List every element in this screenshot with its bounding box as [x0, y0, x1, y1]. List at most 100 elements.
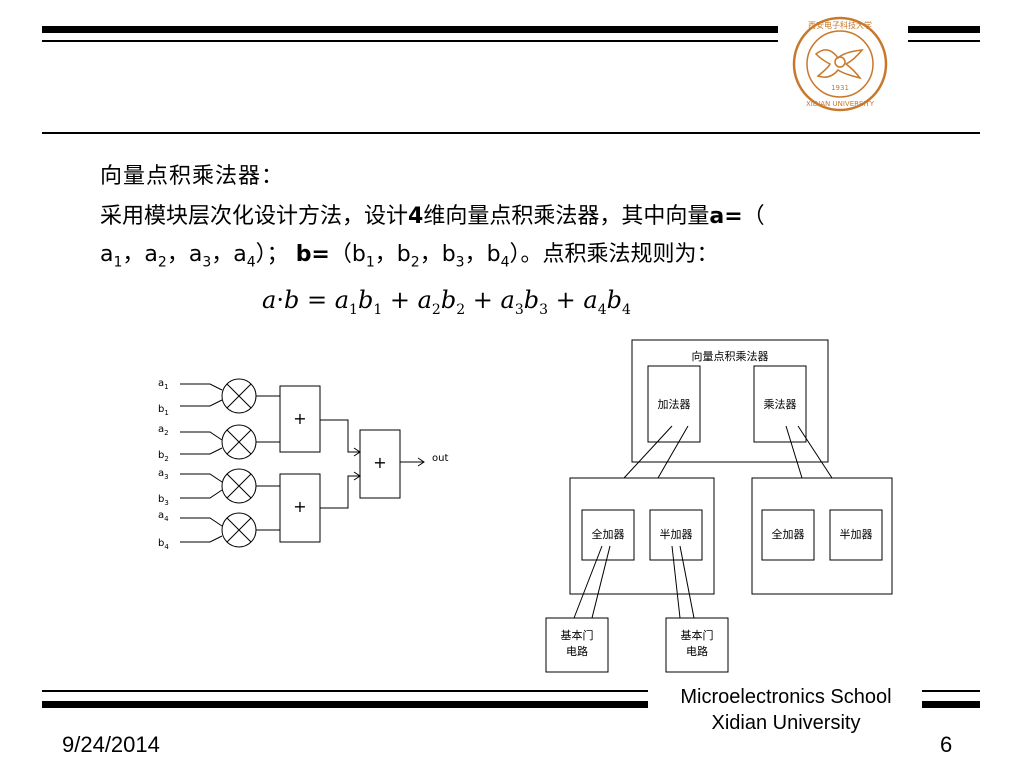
adder-symbol: + — [373, 453, 386, 472]
multiplier-block: 乘法器 — [764, 397, 797, 411]
footer-thick-rule-right — [922, 701, 980, 708]
input-letter: a — [158, 378, 164, 389]
input-sub: 3 — [164, 499, 168, 507]
dataflow-diagram: a1 b1 a2 b2 a3 b3 a4 b4 + + + out — [158, 378, 448, 551]
basic-gate-line1: 基本门 — [561, 628, 594, 642]
section-heading: 向量点积乘法器： — [100, 164, 285, 189]
f-sub: 4 — [597, 301, 607, 318]
input-sub: 2 — [164, 455, 168, 463]
f-plus: + — [465, 286, 501, 314]
sub: 3 — [202, 254, 212, 271]
top-module-title: 向量点积乘法器 — [692, 349, 769, 363]
sep: ， — [374, 242, 397, 267]
header-thin-rule-top — [42, 40, 778, 42]
vector-b-label: b= — [295, 242, 330, 267]
f-b1: b — [357, 286, 374, 314]
a-element: a — [233, 242, 247, 267]
para-dimension: 4 — [408, 204, 424, 229]
output-label: out — [432, 453, 448, 464]
input-sub: 1 — [164, 383, 168, 391]
input-label: a4 — [158, 510, 169, 523]
university-logo: 西安电子科技大学 1931 XIDIAN UNIVERSITY — [792, 16, 888, 112]
paren-open: （ — [329, 242, 352, 267]
header-thin-rule-right — [908, 40, 980, 42]
f-dot: · — [276, 286, 284, 314]
sub: 3 — [455, 254, 465, 271]
header-thick-rule-top — [42, 26, 778, 33]
f-sub: 2 — [431, 301, 441, 318]
f-sub: 4 — [622, 301, 631, 318]
f-sub: 3 — [514, 301, 524, 318]
dot-product-formula: a·b = a1b1 + a2b2 + a3b3 + a4b4 — [262, 286, 631, 318]
f-b: b — [283, 286, 300, 314]
input-sub: 4 — [164, 515, 169, 523]
sep: ， — [464, 242, 487, 267]
input-letter: b — [158, 538, 164, 549]
sub: 1 — [365, 254, 375, 271]
footer-date: 9/24/2014 — [62, 732, 160, 757]
logo-bottom-text: XIDIAN UNIVERSITY — [806, 100, 875, 108]
f-eq: = — [299, 286, 335, 314]
basic-gate-line2: 电路 — [566, 645, 588, 658]
input-sub: 2 — [164, 429, 168, 437]
input-label: b1 — [158, 404, 169, 417]
para-text-2: 维向量点积乘法器，其中向量 — [423, 204, 710, 229]
input-label: b3 — [158, 494, 169, 507]
sep: ， — [419, 242, 442, 267]
input-label: a1 — [158, 378, 169, 391]
basic-gate-line2: 电路 — [686, 645, 708, 658]
footer-thin-rule-right — [922, 690, 980, 692]
sub: 2 — [157, 254, 167, 271]
full-adder-block: 全加器 — [592, 527, 625, 541]
f-sub: 3 — [539, 301, 549, 318]
input-label: a2 — [158, 424, 169, 437]
sep: ， — [166, 242, 189, 267]
para-text-1: 采用模块层次化设计方法，设计 — [100, 204, 409, 229]
a-element: a — [100, 242, 114, 267]
f-a1: a — [334, 286, 350, 314]
f-plus: + — [382, 286, 418, 314]
logo-year: 1931 — [831, 84, 849, 92]
half-adder-block: 半加器 — [660, 527, 693, 541]
input-sub: 1 — [164, 409, 168, 417]
sep: ， — [122, 242, 145, 267]
para-tail: ）。点积乘法规则为： — [509, 242, 719, 267]
input-letter: b — [158, 450, 164, 461]
logo-top-text: 西安电子科技大学 — [808, 20, 872, 30]
adder-symbol: + — [293, 497, 306, 516]
sub: 4 — [500, 254, 510, 271]
f-a: a — [262, 286, 277, 314]
sub: 1 — [113, 254, 123, 271]
half-adder-block: 半加器 — [840, 527, 873, 541]
adder-symbol: + — [293, 409, 306, 428]
f-plus: + — [548, 286, 584, 314]
hierarchy-diagram: 向量点积乘法器 加法器 乘法器 全加器 半加器 全加器 半加器 基本门 电路 基… — [545, 339, 893, 673]
f-sub: 1 — [373, 301, 383, 318]
f-sub: 1 — [349, 301, 358, 318]
f-a3: a — [500, 286, 515, 314]
input-label: b2 — [158, 450, 169, 463]
input-sub: 3 — [164, 473, 168, 481]
adder-block: 加法器 — [658, 397, 691, 411]
input-letter: b — [158, 494, 164, 505]
b-element: b — [486, 242, 501, 267]
description-paragraph: 采用模块层次化设计方法，设计4维向量点积乘法器，其中向量a=（ a1，a2，a3… — [100, 198, 980, 281]
f-a4: a — [583, 286, 598, 314]
a-element: a — [144, 242, 158, 267]
input-sub: 4 — [164, 543, 169, 551]
b-element: b — [441, 242, 456, 267]
f-b2: b — [440, 286, 457, 314]
page-number: 6 — [940, 732, 953, 757]
input-letter: b — [158, 404, 164, 415]
header-divider — [42, 132, 980, 134]
f-sub: 2 — [456, 301, 466, 318]
vector-a-label: a= — [709, 204, 743, 229]
input-label: b4 — [158, 538, 169, 551]
b-element: b — [351, 242, 366, 267]
sep: ， — [211, 242, 234, 267]
footer-school-line2: Xidian University — [711, 712, 861, 734]
sub: 4 — [246, 254, 256, 271]
sub: 2 — [410, 254, 420, 271]
header-thick-rule-right — [908, 26, 980, 33]
input-letter: a — [158, 424, 164, 435]
